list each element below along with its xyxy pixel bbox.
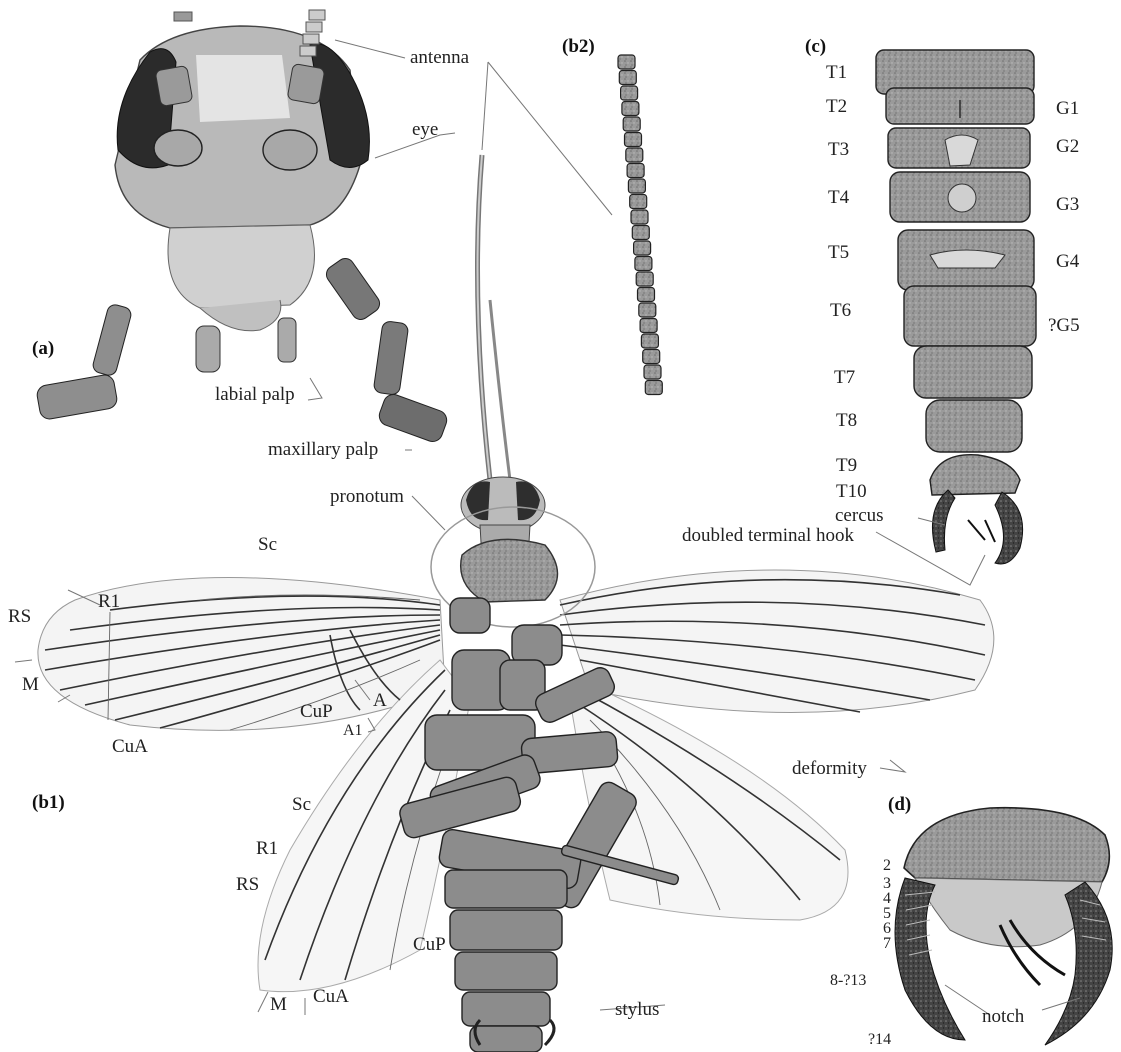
label-rs-forewing: RS [8,606,31,627]
tergite-label: T7 [834,367,855,388]
label-rs-hindwing: RS [236,874,259,895]
label-sc-hindwing: Sc [292,794,311,815]
tergite-label: T3 [828,139,849,160]
antenna-segment [636,272,653,286]
label-cercus: cercus [835,505,884,526]
panel-label-a: (a) [32,338,54,359]
label-cua-forewing: CuA [112,736,148,757]
antenna-segment [630,195,647,209]
label-segment-last: ?14 [868,1031,891,1048]
label-segment-range: 8-?13 [830,972,866,989]
antenna-segment [618,55,635,69]
tergite-label: T6 [830,300,851,321]
segment-number: 2 [883,857,891,874]
genital-label: G4 [1056,251,1080,272]
antenna-segment [645,381,662,395]
tergite-label: T4 [828,187,850,208]
antenna-segment [643,350,660,364]
genital-label: G1 [1056,98,1079,119]
antenna-segment [641,334,658,348]
label-eye: eye [412,119,438,140]
panel-b2-antenna-drawing [618,55,662,395]
antenna-segment [619,71,636,85]
label-cup-hindwing: CuP [413,934,446,955]
antenna-segment [640,319,657,333]
antenna-segment [628,179,645,193]
panel-c-abdomen-drawing [876,50,1036,564]
tergite-label: T10 [836,481,867,502]
label-stylus: stylus [615,999,659,1020]
tergite-label: T5 [828,242,849,263]
label-pronotum: pronotum [330,486,404,507]
tergite-label: T9 [836,455,857,476]
panel-a-head-drawing [36,10,450,444]
panel-label-c: (c) [805,36,826,57]
genital-label: G3 [1056,194,1079,215]
antenna-segment [623,117,640,131]
antenna-segment [639,303,656,317]
label-r1-hindwing: R1 [256,838,278,859]
antenna-segment [621,86,638,100]
label-notch: notch [982,1006,1025,1027]
label-r1-forewing: R1 [98,591,120,612]
panel-label-b2: (b2) [562,36,595,57]
panel-label-b1: (b1) [32,792,65,813]
label-antenna: antenna [410,47,470,68]
antenna-segment [638,288,655,302]
antenna-segment [644,365,661,379]
label-a-forewing: A [373,690,387,711]
antenna-segment [635,257,652,271]
antenna-segment [634,241,651,255]
label-sc-forewing: Sc [258,534,277,555]
label-deformity: deformity [792,758,867,779]
antenna-segment [625,133,642,147]
segment-number: 7 [883,935,891,952]
panel-label-d: (d) [888,794,911,815]
label-doubled-terminal-hook: doubled terminal hook [682,525,855,546]
antenna-segment [632,226,649,240]
antenna-segment [626,148,643,162]
tergite-label: T1 [826,62,847,83]
label-a1-forewing: A1 [343,722,363,739]
label-labial-palp: labial palp [215,384,295,405]
genital-label: ?G5 [1048,315,1080,336]
label-m-forewing: M [22,674,39,695]
antenna-segment [622,102,639,116]
genital-label: G2 [1056,136,1079,157]
antenna-segment [631,210,648,224]
tergite-label: T2 [826,96,847,117]
label-cua-hindwing: CuA [313,986,349,1007]
label-maxillary-palp: maxillary palp [268,439,378,460]
label-m-hindwing: M [270,994,287,1015]
label-cup-forewing: CuP [300,701,333,722]
antenna-segment [627,164,644,178]
tergite-label: T8 [836,410,857,431]
